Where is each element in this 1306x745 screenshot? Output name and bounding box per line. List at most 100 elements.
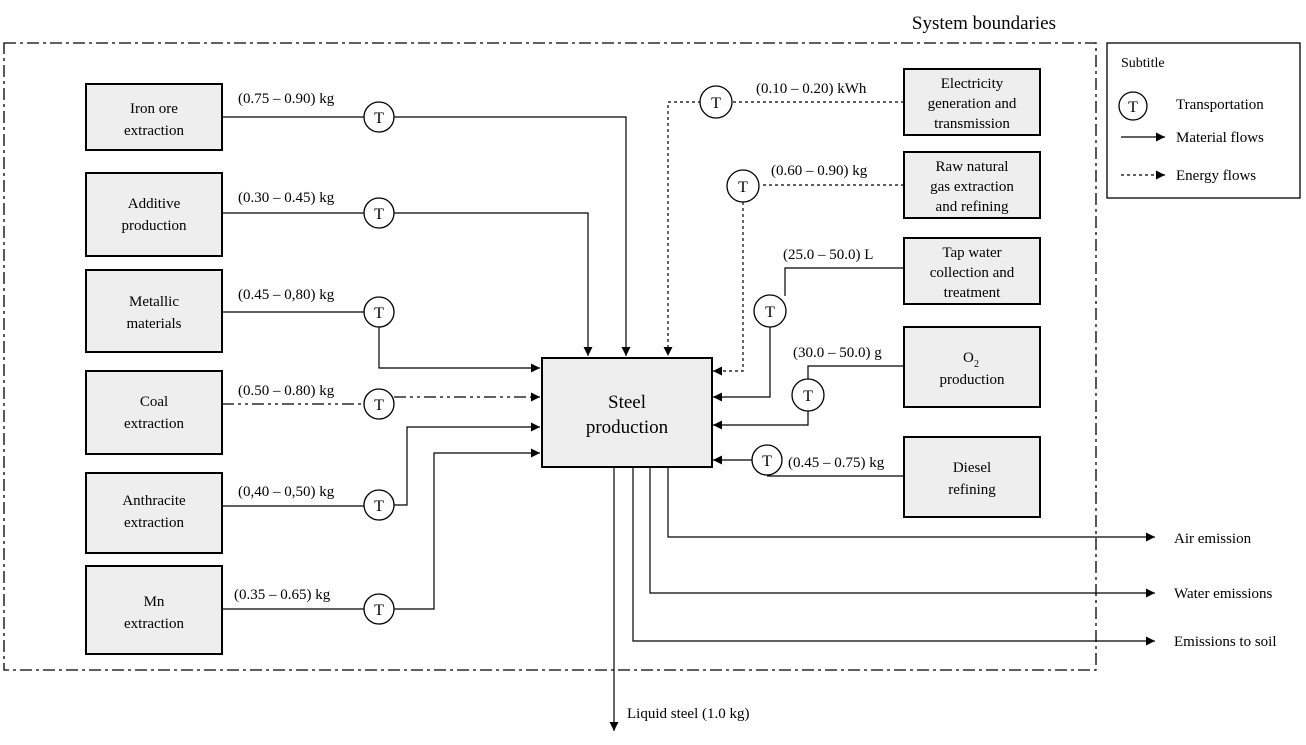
- box-tap-water-line3: treatment: [944, 285, 1001, 301]
- legend-transport-circle: [1118, 91, 1148, 121]
- amount-diesel: (0.45 – 0.75) kg: [788, 455, 885, 471]
- transport-additive: T: [363, 197, 395, 229]
- legend-transport-label: Transportation: [1176, 97, 1264, 113]
- transport-electricity: T: [699, 85, 733, 119]
- transport-electricity-symbol: T: [711, 95, 721, 112]
- box-mn: Mn extraction: [85, 565, 223, 655]
- transport-diesel: T: [751, 444, 783, 476]
- transport-natural-gas: T: [726, 169, 760, 203]
- amount-metallic: (0.45 – 0,80) kg: [238, 287, 335, 303]
- box-natural-gas-line1: Raw natural: [936, 159, 1009, 175]
- transport-iron-ore: T: [363, 101, 395, 133]
- transport-anthracite: T: [363, 489, 395, 521]
- box-electricity: Electricity generation and transmission: [903, 68, 1041, 136]
- box-diesel: Diesel refining: [903, 436, 1041, 518]
- box-metallic-line1: Metallic: [129, 294, 179, 310]
- box-electricity-line1: Electricity: [941, 76, 1004, 92]
- box-additive-line2: production: [122, 218, 187, 234]
- box-anthracite: Anthracite extraction: [85, 472, 223, 554]
- transport-tap-water: T: [753, 294, 787, 328]
- box-natural-gas-line3: and refining: [936, 199, 1009, 215]
- transport-iron-ore-symbol: T: [374, 110, 384, 127]
- box-coal-line2: extraction: [124, 416, 184, 432]
- flow-anthracite: [222, 427, 540, 507]
- box-iron-ore: Iron ore extraction: [85, 83, 223, 151]
- legend-energy-label: Energy flows: [1176, 168, 1256, 184]
- box-natural-gas: Raw natural gas extraction and refining: [903, 151, 1041, 219]
- flow-additive: [222, 212, 588, 356]
- steel-production-line1: Steel: [608, 392, 646, 413]
- flow-iron-ore: [222, 116, 626, 356]
- transport-coal-symbol: T: [374, 397, 384, 414]
- transport-mn-symbol: T: [374, 602, 384, 619]
- box-oxygen-line2: production: [940, 372, 1005, 388]
- box-additive: Additive production: [85, 172, 223, 257]
- amount-oxygen: (30.0 – 50.0) g: [793, 345, 882, 361]
- transport-natural-gas-symbol: T: [738, 179, 748, 196]
- box-anthracite-line2: extraction: [124, 515, 184, 531]
- transport-metallic-symbol: T: [374, 305, 384, 322]
- flow-mn: [222, 453, 540, 610]
- system-boundary: [3, 42, 1097, 671]
- legend-material-label: Material flows: [1176, 130, 1264, 146]
- output-air-emission: Air emission: [1174, 531, 1252, 547]
- box-metallic-line2: materials: [127, 316, 182, 332]
- box-iron-ore-line1: Iron ore: [130, 101, 178, 117]
- box-tap-water-line1: Tap water: [942, 245, 1001, 261]
- boundary-title: System boundaries: [912, 13, 1056, 34]
- legend-transport-symbol: T: [1128, 99, 1138, 116]
- box-tap-water-line2: collection and: [930, 265, 1015, 281]
- transport-metallic: T: [363, 296, 395, 328]
- box-diesel-line2: refining: [948, 482, 996, 498]
- box-oxygen-subscript: 2: [974, 359, 979, 370]
- box-anthracite-line1: Anthracite: [122, 493, 186, 509]
- box-oxygen-line1: O: [963, 350, 974, 366]
- transport-oxygen: T: [791, 378, 825, 412]
- amount-mn: (0.35 – 0.65) kg: [234, 587, 331, 603]
- transport-tap-water-symbol: T: [765, 304, 775, 321]
- flow-tap-water: [713, 267, 904, 397]
- transport-mn: T: [363, 593, 395, 625]
- transport-oxygen-symbol: T: [803, 388, 813, 405]
- box-mn-line2: extraction: [124, 616, 184, 632]
- flow-air-emission: [667, 468, 1155, 542]
- flow-electricity: [668, 101, 904, 356]
- legend-title: Subtitle: [1121, 56, 1165, 71]
- box-diesel-line1: Diesel: [953, 460, 991, 476]
- flow-oxygen: [713, 365, 904, 425]
- steel-production-line2: production: [586, 417, 669, 438]
- flow-soil-emissions: [632, 468, 1155, 646]
- output-liquid-steel: Liquid steel (1.0 kg): [627, 706, 749, 722]
- box-iron-ore-line2: extraction: [124, 123, 184, 139]
- box-natural-gas-line2: gas extraction: [930, 179, 1014, 195]
- flow-metallic: [222, 311, 540, 368]
- box-coal-line1: Coal: [140, 394, 168, 410]
- flow-water-emissions: [649, 468, 1155, 598]
- amount-additive: (0.30 – 0.45) kg: [238, 190, 335, 206]
- box-additive-line1: Additive: [128, 196, 181, 212]
- box-oxygen: O 2 production: [903, 326, 1041, 408]
- box-electricity-line2: generation and: [928, 96, 1017, 112]
- output-water-emissions: Water emissions: [1174, 586, 1273, 602]
- transport-anthracite-symbol: T: [374, 498, 384, 515]
- amount-anthracite: (0,40 – 0,50) kg: [238, 484, 335, 500]
- amount-natural-gas: (0.60 – 0.90) kg: [771, 163, 868, 179]
- output-soil-emissions: Emissions to soil: [1174, 634, 1277, 650]
- amount-tap-water: (25.0 – 50.0) L: [783, 247, 873, 263]
- legend: Subtitle T Transportation Material flows…: [1106, 42, 1301, 199]
- box-tap-water: Tap water collection and treatment: [903, 237, 1041, 305]
- box-coal: Coal extraction: [85, 370, 223, 455]
- flow-coal: [222, 397, 540, 404]
- box-mn-line1: Mn: [144, 594, 165, 610]
- transport-diesel-symbol: T: [762, 453, 772, 470]
- box-metallic: Metallic materials: [85, 269, 223, 353]
- flow-diesel: [713, 460, 904, 477]
- amount-electricity: (0.10 – 0.20) kWh: [756, 81, 867, 97]
- box-electricity-line3: transmission: [934, 116, 1010, 132]
- flow-natural-gas: [713, 184, 904, 371]
- legend-frame: [1106, 42, 1301, 199]
- box-steel-production: Steel production: [541, 357, 713, 468]
- amount-iron-ore: (0.75 – 0.90) kg: [238, 91, 335, 107]
- transport-coal: T: [363, 388, 395, 420]
